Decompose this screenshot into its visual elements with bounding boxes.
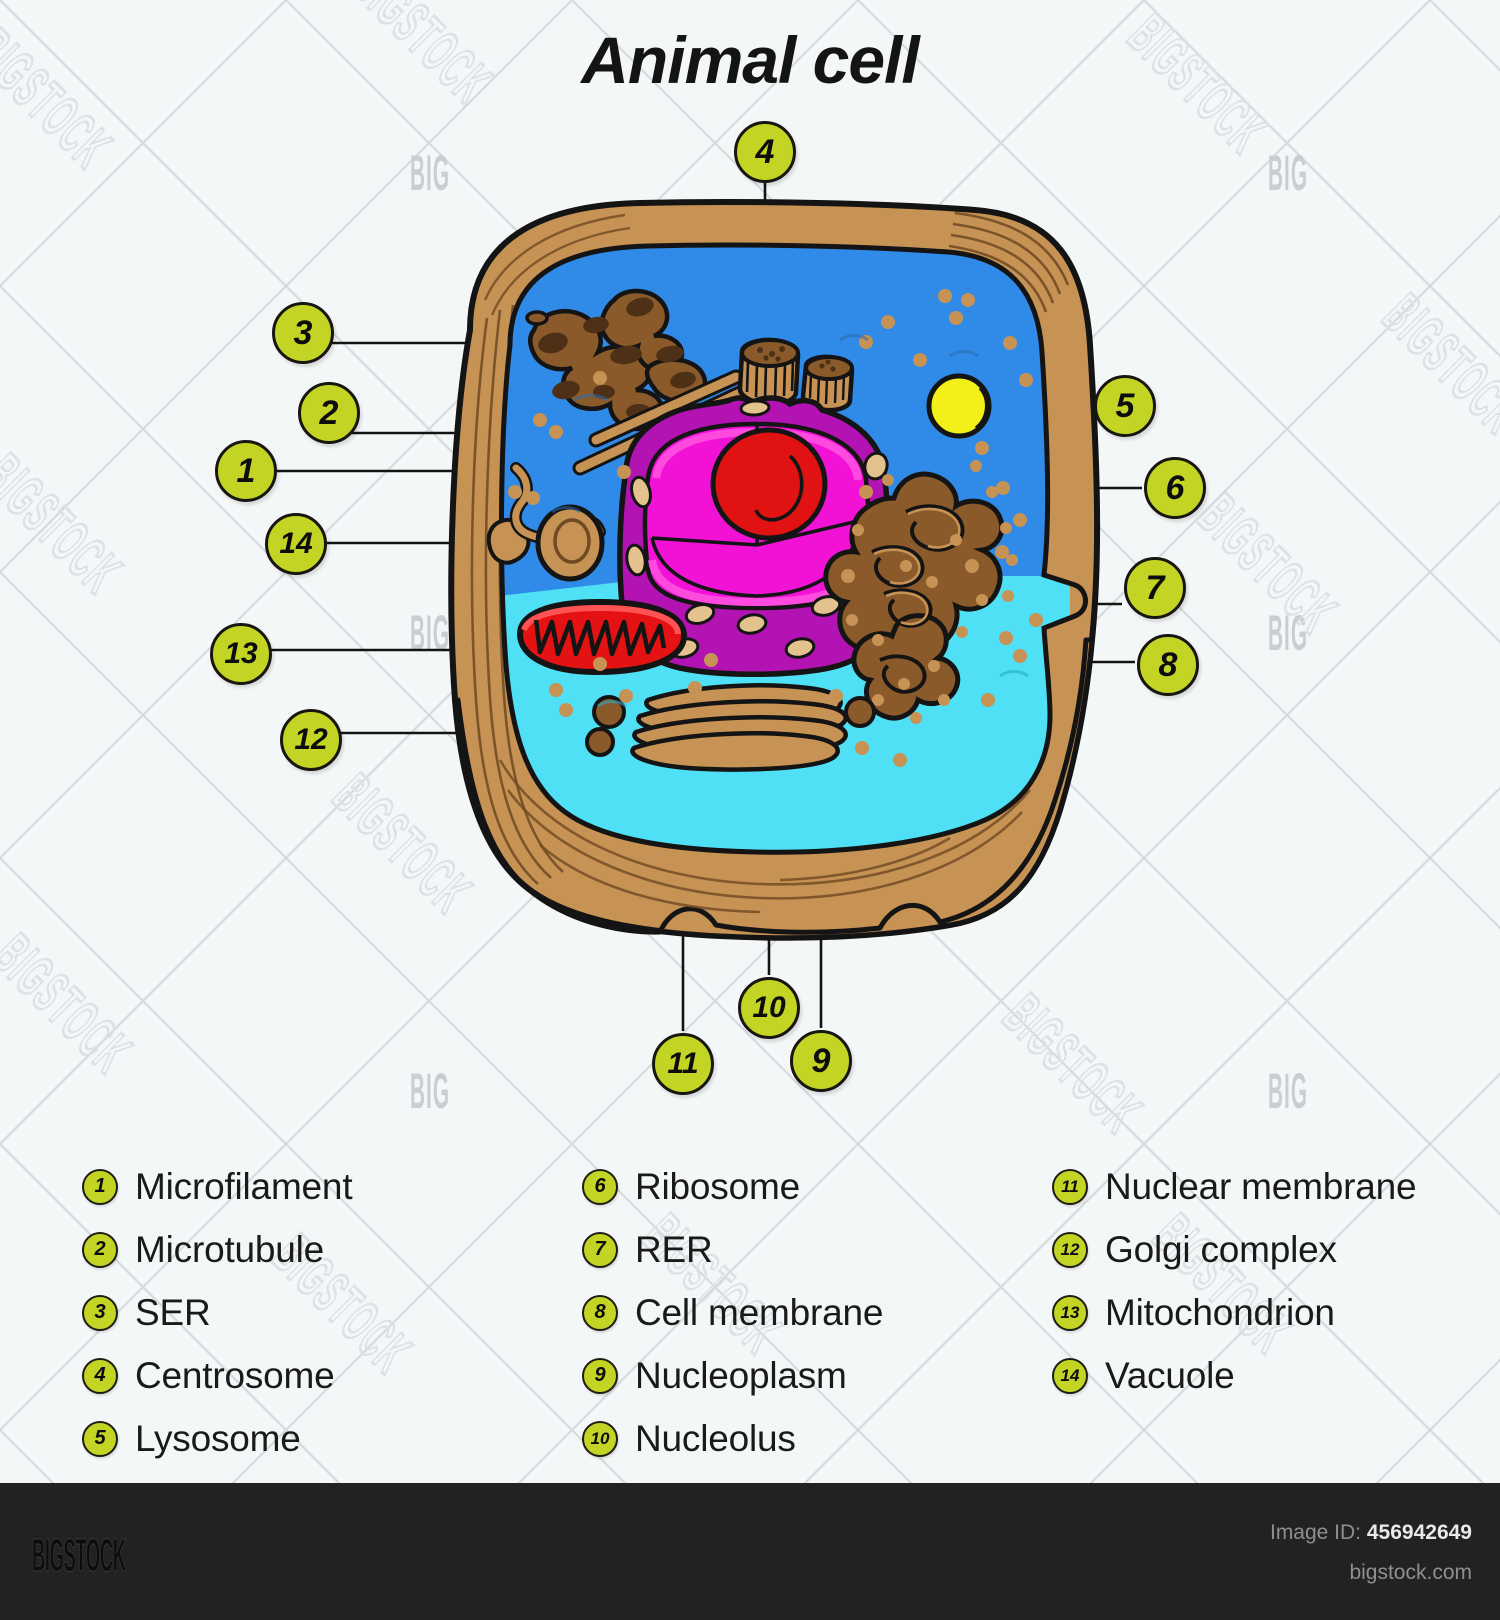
legend-item-microtubule[interactable]: 2 Microtubule: [82, 1218, 352, 1281]
legend-item-lysosome[interactable]: 5 Lysosome: [82, 1407, 352, 1470]
legend-badge-1: 1: [82, 1168, 118, 1205]
legend-label: Lysosome: [135, 1417, 301, 1459]
footer-domain: bigstock.com: [1349, 1561, 1472, 1584]
callout-number: 6: [1165, 468, 1185, 507]
legend-item-ser[interactable]: 3 SER: [82, 1281, 352, 1344]
callout-number: 11: [667, 1047, 699, 1080]
legend-badge-10: 10: [582, 1420, 618, 1457]
callout-marker-9[interactable]: 9: [790, 1030, 852, 1092]
legend-item-golgi-complex[interactable]: 12 Golgi complex: [1052, 1218, 1416, 1281]
legend: 1 Microfilament 2 Microtubule 3 SER 4 Centrosom…: [0, 1155, 1500, 1459]
page-title: Animal cell: [581, 23, 919, 97]
callout-marker-12[interactable]: 12: [280, 709, 342, 771]
callout-number: 1: [236, 451, 256, 490]
legend-badge-4: 4: [82, 1357, 118, 1394]
legend-item-ribosome[interactable]: 6 Ribosome: [582, 1155, 883, 1218]
legend-label: Ribosome: [635, 1165, 800, 1207]
legend-badge-13: 13: [1052, 1294, 1088, 1331]
callout-marker-10[interactable]: 10: [738, 977, 800, 1039]
legend-badge-14: 14: [1052, 1357, 1088, 1394]
legend-badge-12: 12: [1052, 1231, 1088, 1268]
legend-label: Mitochondrion: [1105, 1291, 1335, 1333]
legend-item-vacuole[interactable]: 14 Vacuole: [1052, 1344, 1416, 1407]
callout-marker-4[interactable]: 4: [734, 121, 796, 183]
callout-number: 14: [279, 527, 313, 560]
footer-bar: BIGSTOCK Image ID: 456942649 bigstock.co…: [0, 1483, 1500, 1620]
callout-number: 4: [755, 132, 775, 171]
legend-label: Nucleoplasm: [635, 1354, 847, 1396]
callout-marker-8[interactable]: 8: [1137, 634, 1199, 696]
legend-item-centrosome[interactable]: 4 Centrosome: [82, 1344, 352, 1407]
callout-marker-3[interactable]: 3: [272, 302, 334, 364]
legend-label: Nucleolus: [635, 1417, 796, 1459]
legend-label: Cell membrane: [635, 1291, 884, 1333]
legend-badge-2: 2: [82, 1231, 118, 1268]
legend-badge-8: 8: [582, 1294, 618, 1331]
nucleolus: [710, 427, 828, 541]
legend-badge-6: 6: [582, 1168, 618, 1205]
callout-marker-13[interactable]: 13: [210, 623, 272, 685]
legend-item-mitochondrion[interactable]: 13 Mitochondrion: [1052, 1281, 1416, 1344]
callout-number: 8: [1158, 645, 1178, 684]
legend-column-2: 6 Ribosome 7 RER 8 Cell membrane 9 Nucleoplasm 1…: [582, 1155, 883, 1470]
legend-item-cell-membrane[interactable]: 8 Cell membrane: [582, 1281, 883, 1344]
callout-marker-14[interactable]: 14: [265, 513, 327, 575]
callout-marker-1[interactable]: 1: [215, 440, 277, 502]
callout-marker-6[interactable]: 6: [1144, 457, 1206, 519]
callout-number: 10: [752, 991, 786, 1024]
legend-label: Nuclear membrane: [1105, 1165, 1417, 1207]
legend-label: Golgi complex: [1105, 1228, 1337, 1270]
callout-marker-11[interactable]: 11: [652, 1033, 714, 1095]
legend-item-nuclear-membrane[interactable]: 11 Nuclear membrane: [1052, 1155, 1417, 1218]
legend-label: Microtubule: [135, 1228, 325, 1270]
image-id-label: Image ID:: [1269, 1521, 1362, 1544]
legend-label: Centrosome: [135, 1354, 335, 1396]
legend-badge-3: 3: [82, 1294, 118, 1331]
image-id-row: Image ID: 456942649: [1270, 1521, 1472, 1545]
callout-number: 2: [319, 393, 339, 432]
callout-number: 9: [811, 1041, 831, 1080]
callout-marker-7[interactable]: 7: [1124, 557, 1186, 619]
legend-badge-11: 11: [1052, 1168, 1088, 1205]
legend-column-1: 1 Microfilament 2 Microtubule 3 SER 4 Centrosom…: [82, 1155, 353, 1470]
legend-item-rer[interactable]: 7 RER: [582, 1218, 883, 1281]
legend-label: Vacuole: [1105, 1354, 1235, 1396]
legend-badge-9: 9: [582, 1357, 618, 1394]
callout-number: 5: [1115, 386, 1135, 425]
legend-item-nucleolus[interactable]: 10 Nucleolus: [582, 1407, 883, 1470]
bigstock-logo: BIGSTOCK: [32, 1529, 126, 1582]
callout-number: 7: [1145, 568, 1165, 607]
callout-number: 13: [224, 637, 258, 670]
callout-marker-5[interactable]: 5: [1094, 375, 1156, 437]
legend-label: RER: [635, 1228, 713, 1270]
legend-item-microfilament[interactable]: 1 Microfilament: [82, 1155, 353, 1218]
callout-number: 3: [293, 313, 313, 352]
legend-badge-5: 5: [82, 1420, 118, 1457]
legend-item-nucleoplasm[interactable]: 9 Nucleoplasm: [582, 1344, 883, 1407]
legend-badge-7: 7: [582, 1231, 618, 1268]
callout-number: 12: [294, 723, 328, 756]
legend-label: SER: [135, 1291, 211, 1333]
image-id-value: 456942649: [1366, 1521, 1472, 1544]
callout-marker-2[interactable]: 2: [298, 382, 360, 444]
legend-column-3: 11 Nuclear membrane 12 Golgi complex 13 Mitoc…: [1052, 1155, 1417, 1407]
lysosome-organelle: [926, 373, 992, 439]
legend-label: Microfilament: [135, 1165, 353, 1207]
footer-meta: Image ID: 456942649 bigstock.com: [1270, 1521, 1472, 1585]
vacuole-organelle: [535, 504, 605, 582]
